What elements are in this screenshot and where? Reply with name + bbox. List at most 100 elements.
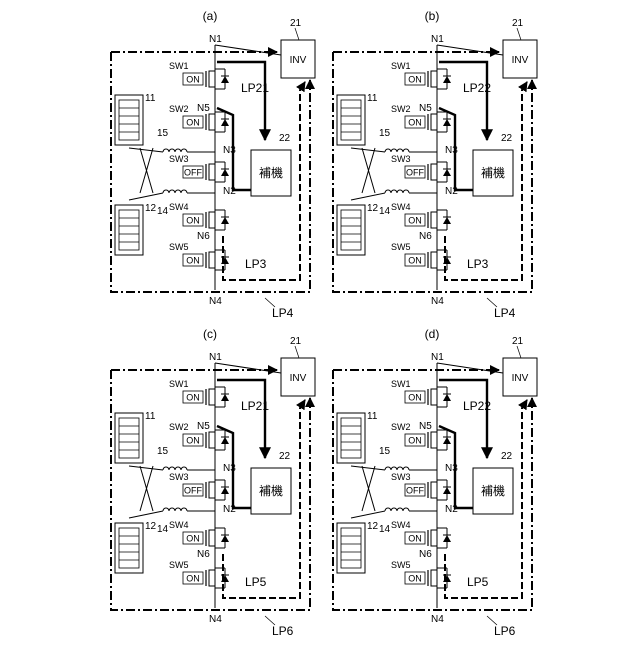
rail-to-inv [215,363,281,373]
sw3-mosfet [206,480,229,500]
coil-14-ref: 14 [379,206,391,217]
panel-caption: (a) [203,9,218,23]
sw3-diode [443,162,451,182]
node-n5: N5 [419,421,432,432]
battery-11: 11 [337,93,378,145]
switch-sw4: SW4ON [169,202,229,230]
wire-bat12-coil14 [129,193,163,200]
battery-12: 12 [337,203,379,255]
node-n5: N5 [197,103,210,114]
sw2-mosfet [206,112,229,132]
inverter-label: INV [512,373,529,384]
sw5-mosfet [206,568,229,588]
sw1-state-text: ON [408,75,422,85]
coil-14 [385,190,409,193]
battery-12: 12 [115,203,157,255]
sw5-mosfet [428,250,451,270]
switch-sw4: SW4ON [169,520,229,548]
sw1-label: SW1 [391,61,411,71]
battery-12: 12 [337,521,379,573]
inverter-label: INV [512,55,529,66]
node-n3: N3 [223,145,236,156]
sw3-state: OFF [405,166,425,178]
coil-14-ref: 14 [157,524,169,535]
coil-14 [163,508,187,511]
auxiliary-ref: 22 [501,133,513,144]
sw2-mosfet [428,112,451,132]
node-n5: N5 [197,421,210,432]
inverter-label: INV [290,373,307,384]
auxiliary-label: 補機 [259,483,283,498]
switch-sw5: SW5ON [391,560,451,588]
inverter-ref: 21 [512,336,524,347]
sw3-label: SW3 [169,154,189,164]
auxiliary-label: 補機 [259,165,283,180]
sw2-diode [221,112,229,132]
sw4-state: ON [405,214,425,226]
panel-caption: (c) [203,327,217,341]
panel-caption: (d) [425,327,440,341]
sw4-diode [443,528,451,548]
wire-bat11-coil15 [351,148,385,152]
coil-15 [385,467,409,470]
auxiliary-box: 補機 [251,468,291,514]
sw5-label: SW5 [391,242,411,252]
sw3-state-text: OFF [406,486,424,496]
inverter-ref: 21 [290,18,302,29]
panel-d: (d)INV21補機221112N1N5N3N2N6N4SW1ONSW2ONSW… [333,327,537,638]
sw2-state-text: ON [186,436,200,446]
sw4-label: SW4 [169,520,189,530]
sw4-state: ON [183,532,203,544]
sw3-mosfet [428,162,451,182]
switch-sw4: SW4ON [391,520,451,548]
auxiliary-box: 補機 [473,468,513,514]
node-n2: N2 [223,504,236,515]
sw4-diode [221,528,229,548]
sw1-state-text: ON [186,75,200,85]
sw2-state: ON [183,434,203,446]
inverter-ref: 21 [512,18,524,29]
node-n1: N1 [431,352,444,363]
sw5-state: ON [183,254,203,266]
sw4-diode [443,210,451,230]
battery-12-ref: 12 [367,203,379,214]
loop-inner-label: LP21 [241,399,269,413]
auxiliary-label: 補機 [481,165,505,180]
switch-sw3: SW3OFF [169,472,229,500]
wire-bat12-coil14 [129,511,163,518]
panel-b: (b)INV21補機221112N1N5N3N2N6N4SW1ONSW2ONSW… [333,9,537,320]
loop-middle-label: LP3 [245,257,267,271]
inverter-box: INV [281,358,315,396]
switch-sw3: SW3OFF [391,472,451,500]
loop-outer-label: LP4 [272,306,294,320]
battery-11: 11 [337,411,378,463]
switch-sw1: SW1ON [169,379,229,407]
sw3-state: OFF [183,484,203,496]
sw4-mosfet [428,210,451,230]
sw3-diode [221,162,229,182]
loop-middle-label: LP5 [245,575,267,589]
sw4-state-text: ON [408,216,422,226]
sw1-diode [443,387,451,407]
sw2-mosfet [428,430,451,450]
sw3-mosfet [428,480,451,500]
sw4-diode [221,210,229,230]
inverter-box: INV [503,40,537,78]
sw4-state-text: ON [408,534,422,544]
auxiliary-ref: 22 [279,451,291,462]
sw2-label: SW2 [169,104,189,114]
sw3-state: OFF [405,484,425,496]
sw2-state-text: ON [408,436,422,446]
sw2-state-text: ON [408,118,422,128]
coil-14-ref: 14 [379,524,391,535]
sw2-state: ON [405,434,425,446]
sw1-state: ON [405,391,425,403]
sw5-state-text: ON [186,574,200,584]
battery-12-ref: 12 [367,521,379,532]
sw1-label: SW1 [169,379,189,389]
coil-14 [163,190,187,193]
sw5-label: SW5 [169,560,189,570]
battery-11-ref: 11 [145,411,156,422]
sw4-state-text: ON [186,216,200,226]
